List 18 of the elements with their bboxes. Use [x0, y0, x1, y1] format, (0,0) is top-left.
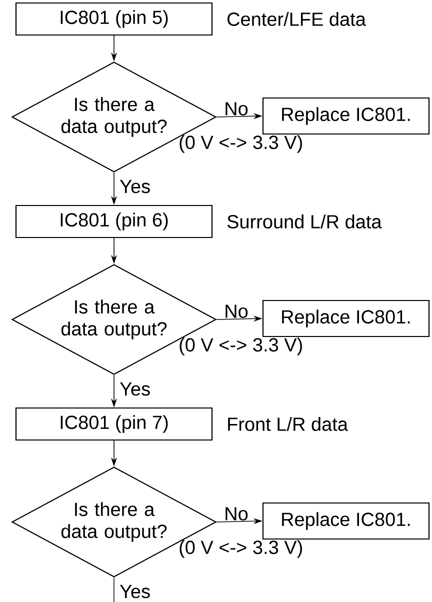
process-box: IC801 (pin 7) — [15, 407, 213, 441]
process-box: Replace IC801. — [262, 502, 430, 540]
process-box: Replace IC801. — [262, 97, 430, 135]
process-box: IC801 (pin 5) — [15, 2, 213, 36]
edge-label: Yes — [120, 584, 150, 598]
edge-label: Yes — [120, 180, 150, 194]
edge-label: No — [226, 507, 248, 520]
beside-text: (0 V <-> 3.3 V) — [180, 135, 302, 153]
beside-text: (0 V <-> 3.3 V) — [180, 540, 302, 558]
edge-label: No — [226, 102, 248, 116]
beside-text: Front L/R data — [228, 417, 348, 431]
beside-text: (0 V <-> 3.3 V) — [180, 338, 302, 356]
process-box: Replace IC801. — [262, 300, 430, 338]
process-box: IC801 (pin 6) — [15, 204, 213, 238]
beside-text: Surround L/R data — [227, 214, 382, 228]
edge-label: No — [226, 304, 248, 318]
edge-label: Yes — [120, 382, 150, 396]
beside-text: Center/LFE data — [228, 12, 366, 26]
